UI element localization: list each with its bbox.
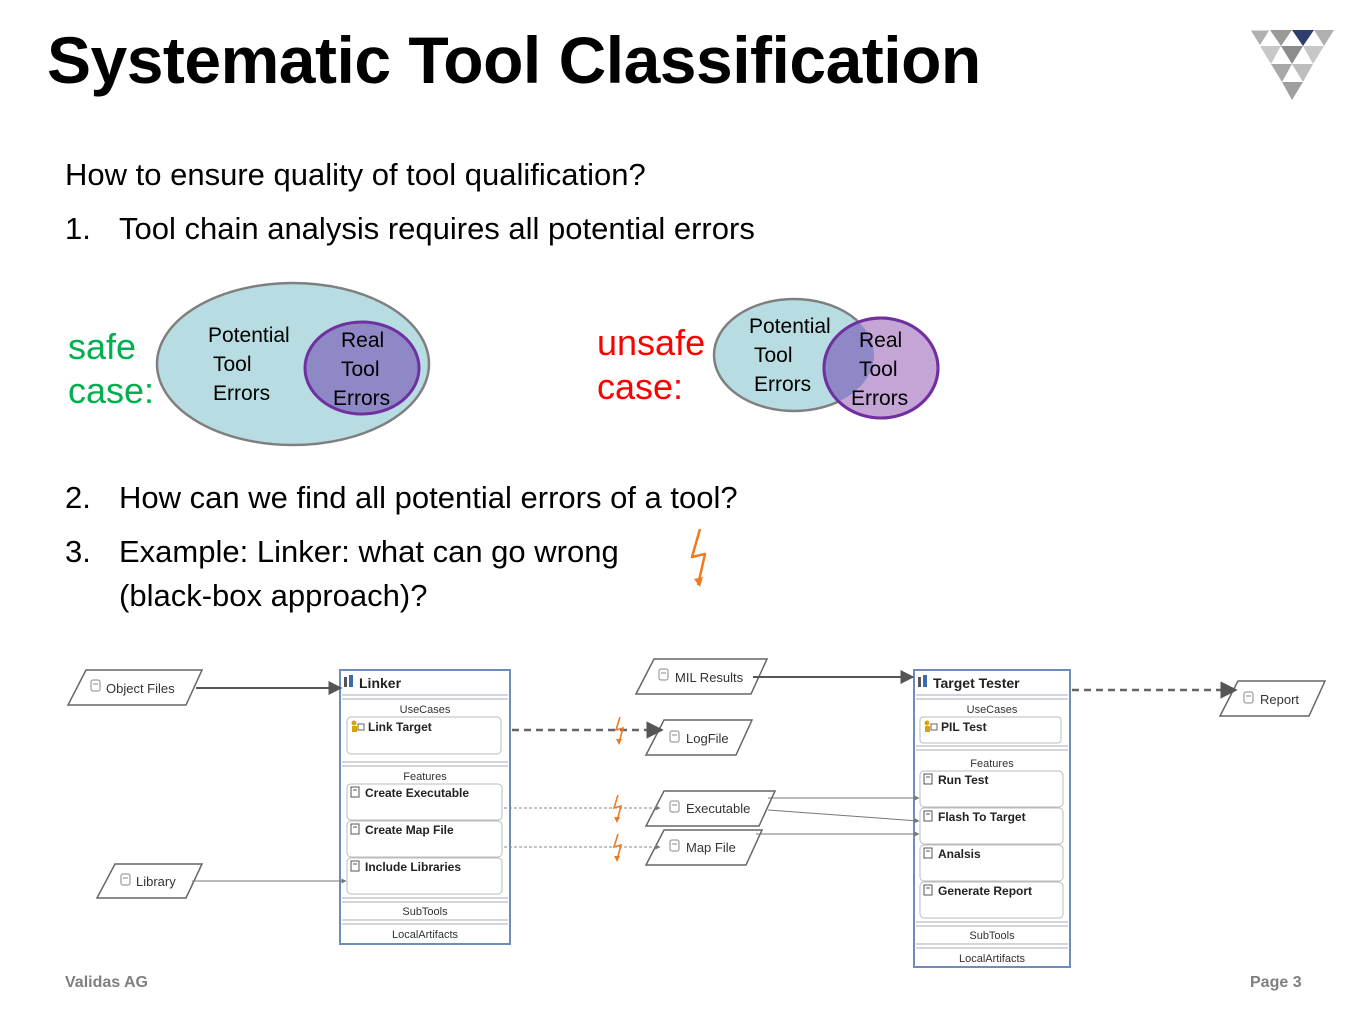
tester-feature-2: Flash To Target xyxy=(938,810,1026,824)
unsafe-potential-line1: Potential xyxy=(749,315,831,338)
unsafe-real-line2: Tool xyxy=(859,358,898,381)
linker-title: Linker xyxy=(359,675,402,691)
item-2-text: How can we find all potential errors of … xyxy=(119,480,738,515)
artifact-label: Executable xyxy=(686,801,750,816)
artifact-library: Library xyxy=(95,863,204,899)
footer-company: Validas AG xyxy=(65,974,148,991)
safe-real-errors-ellipse xyxy=(303,320,421,416)
linker-feature-2: Create Map File xyxy=(365,823,454,837)
tester-usecase-label: PIL Test xyxy=(941,720,987,734)
tester-local-artifacts: LocalArtifacts xyxy=(959,953,1026,965)
tester-feature-3: Analsis xyxy=(938,847,981,861)
linker-local-artifacts: LocalArtifacts xyxy=(392,929,459,941)
tester-features-header: Features xyxy=(970,758,1014,770)
target-tester-tool-box: Target Tester UseCases PIL Test Features… xyxy=(913,669,1071,968)
safe-potential-line2: Tool xyxy=(213,353,252,376)
feature-icon xyxy=(923,847,933,859)
linker-features-header: Features xyxy=(403,771,447,783)
unsafe-venn-diagram xyxy=(712,297,940,420)
unsafe-real-line1: Real xyxy=(859,329,903,352)
feature-icon xyxy=(923,810,933,822)
slide-title: Systematic Tool Classification xyxy=(47,23,981,97)
linker-feature-3: Include Libraries xyxy=(365,860,461,874)
linker-subtools: SubTools xyxy=(402,906,448,918)
item-1-number: 1. xyxy=(65,211,91,246)
linker-usecases-header: UseCases xyxy=(400,704,451,716)
safe-case-label: safe case: xyxy=(68,325,154,413)
connector-executable-flash xyxy=(767,809,920,824)
feature-icon xyxy=(350,786,360,798)
artifact-mil-results: MIL Results xyxy=(634,658,769,695)
safe-real-line2: Tool xyxy=(341,358,380,381)
feature-icon xyxy=(350,823,360,835)
tool-icon xyxy=(918,675,927,687)
artifact-label: MIL Results xyxy=(675,670,744,685)
file-icon xyxy=(1243,691,1254,704)
unsafe-label-line1: unsafe xyxy=(597,322,706,363)
artifact-executable: Executable xyxy=(644,790,777,827)
unsafe-potential-line3: Errors xyxy=(754,373,812,396)
footer-page-number: Page 3 xyxy=(1250,974,1302,991)
artifact-label: Object Files xyxy=(106,681,175,696)
tester-subtools: SubTools xyxy=(969,930,1015,942)
item-3-text: Example: Linker: what can go wrong xyxy=(119,534,619,569)
feature-icon xyxy=(923,773,933,785)
linker-tool-box: Linker UseCases Link Target Features Cre… xyxy=(339,669,511,945)
artifact-object-files: Object Files xyxy=(66,669,204,706)
tool-chain-diagram: Object Files Library LogFile Executable … xyxy=(66,658,1327,968)
artifact-map-file: Map File xyxy=(644,829,764,866)
linker-feature-1: Create Executable xyxy=(365,786,469,800)
artifact-logfile: LogFile xyxy=(644,719,754,756)
artifact-label: LogFile xyxy=(686,731,729,746)
tool-icon xyxy=(344,675,353,687)
unsafe-label-line2: case: xyxy=(597,366,684,407)
file-icon xyxy=(669,800,680,813)
linker-usecase-label: Link Target xyxy=(368,720,432,734)
artifact-label: Library xyxy=(136,874,176,889)
usecase-icon xyxy=(351,720,365,732)
lightning-icon xyxy=(612,794,623,823)
question-text: How to ensure quality of tool qualificat… xyxy=(65,157,646,192)
usecase-icon xyxy=(924,720,938,732)
artifact-report: Report xyxy=(1218,680,1327,717)
unsafe-case-label: unsafe case: xyxy=(597,321,705,409)
artifact-label: Report xyxy=(1260,692,1299,707)
tester-usecases-header: UseCases xyxy=(967,704,1018,716)
tester-feature-1: Run Test xyxy=(938,773,988,787)
safe-label-line2: case: xyxy=(68,370,155,411)
feature-icon xyxy=(350,860,360,872)
lightning-icon xyxy=(690,528,707,587)
safe-venn-diagram xyxy=(155,281,431,447)
file-icon xyxy=(669,730,680,743)
item-1-text: Tool chain analysis requires all potenti… xyxy=(119,211,755,246)
safe-label-line1: safe xyxy=(68,326,137,367)
item-2-number: 2. xyxy=(65,480,91,515)
safe-real-line3: Errors xyxy=(333,387,391,410)
unsafe-real-line3: Errors xyxy=(851,387,909,410)
item-3-text-line2: (black-box approach)? xyxy=(119,578,428,613)
file-icon xyxy=(120,873,131,886)
lightning-icon xyxy=(614,716,625,745)
artifact-label: Map File xyxy=(686,840,736,855)
feature-icon xyxy=(923,884,933,896)
company-logo xyxy=(1249,29,1334,100)
tester-title: Target Tester xyxy=(933,675,1020,691)
safe-real-line1: Real xyxy=(341,329,385,352)
tester-feature-4: Generate Report xyxy=(938,884,1032,898)
file-icon xyxy=(669,839,680,852)
unsafe-potential-line2: Tool xyxy=(754,344,793,367)
safe-potential-line3: Errors xyxy=(213,382,271,405)
lightning-icon xyxy=(612,833,623,862)
file-icon xyxy=(90,679,101,692)
file-icon xyxy=(658,668,669,681)
item-3-number: 3. xyxy=(65,534,91,569)
safe-potential-line1: Potential xyxy=(208,324,290,347)
